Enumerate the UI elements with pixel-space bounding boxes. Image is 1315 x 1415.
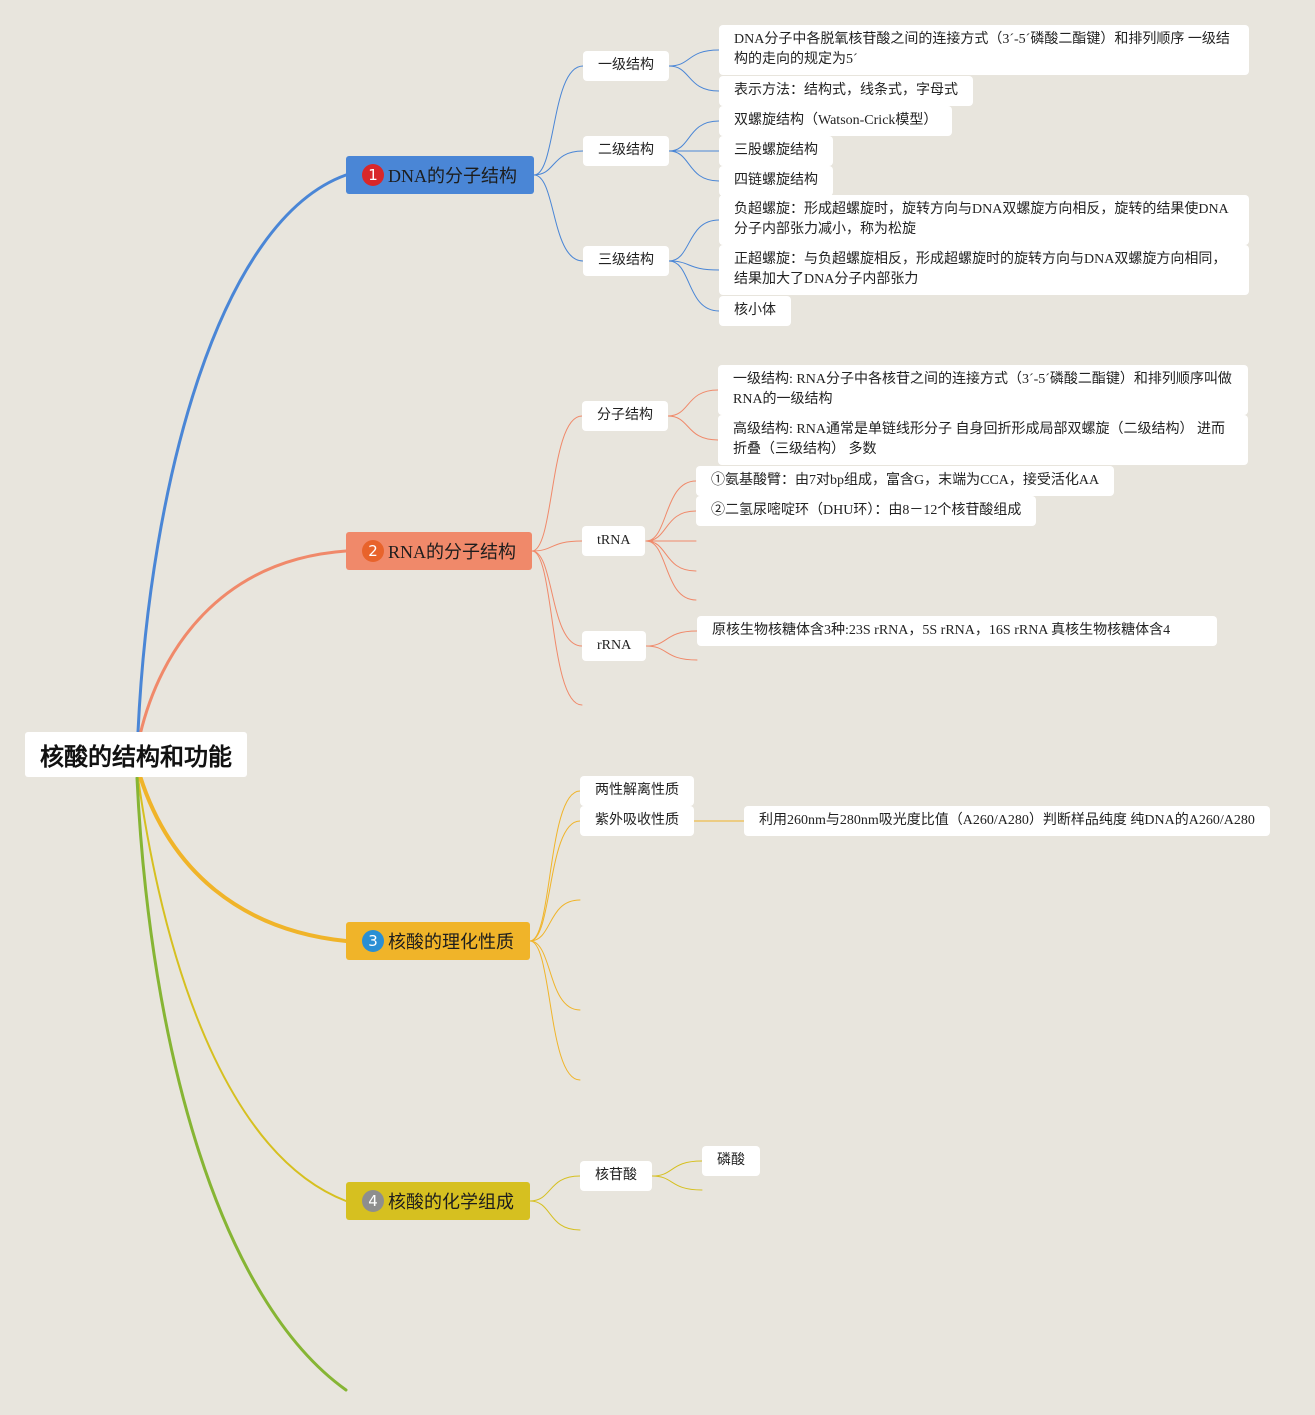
connector-phys-extra-1 <box>529 899 581 942</box>
connector-dna-tertiary <box>533 174 584 262</box>
connector-rna-trna <box>531 540 583 552</box>
number-badge: 3 <box>362 930 384 952</box>
leaf-phosphate[interactable]: 磷酸 <box>702 1146 760 1176</box>
leaf-positive-supercoil[interactable]: 正超螺旋：与负超螺旋相反，形成超螺旋时的旋转方向与DNA双螺旋方向相同，结果加大… <box>719 245 1249 295</box>
connector-tertiary-leaf-1 <box>668 219 720 262</box>
branch-title: RNA的分子结构 <box>388 542 517 562</box>
connector-chem-nucleotide <box>529 1175 581 1202</box>
connector-phys-extra-3 <box>529 940 581 1081</box>
connector-molecular-leaf-1 <box>667 389 719 417</box>
connector-primary-leaf-2 <box>668 65 720 92</box>
connector-phys-extra-2 <box>529 940 581 1011</box>
branch-title: DNA的分子结构 <box>388 166 517 186</box>
connector-root-physicochemical <box>138 774 348 943</box>
connector-rrna-leaf-2 <box>645 645 698 661</box>
leaf-nucleosome[interactable]: 核小体 <box>719 296 791 326</box>
root-topic[interactable]: 核酸的结构和功能 <box>25 732 247 777</box>
connector-nucleotide-leaf-1 <box>651 1160 703 1177</box>
branch-title: 核酸的化学组成 <box>388 1192 514 1212</box>
connector-tertiary-leaf-3 <box>668 260 720 312</box>
topic-secondary-structure[interactable]: 二级结构 <box>583 136 669 166</box>
connector-trna-leaf-2 <box>645 510 697 542</box>
leaf-triple-helix[interactable]: 三股螺旋结构 <box>719 136 833 166</box>
connector-nucleotide-leaf-2 <box>651 1175 703 1191</box>
topic-tertiary-structure[interactable]: 三级结构 <box>583 246 669 276</box>
branch-title: 核酸的理化性质 <box>388 932 514 952</box>
topic-primary-structure[interactable]: 一级结构 <box>583 51 669 81</box>
connector-molecular-leaf-2 <box>667 415 719 441</box>
connector-primary-leaf-1 <box>668 49 720 67</box>
topic-rna-molecular-structure[interactable]: 分子结构 <box>582 401 668 431</box>
leaf-rna-primary-structure[interactable]: 一级结构: RNA分子中各核苷之间的连接方式（3´-5´磷酸二酯键）和排列顺序叫… <box>718 365 1248 415</box>
leaf-dna-primary-definition[interactable]: DNA分子中各脱氧核苷酸之间的连接方式（3´-5´磷酸二酯键）和排列顺序 一级结… <box>719 25 1249 75</box>
connector-dna-secondary <box>533 150 584 176</box>
connector-chem-extra <box>529 1200 581 1231</box>
connector-rrna-leaf-1 <box>645 630 698 647</box>
connector-root-dna <box>136 173 348 734</box>
connector-dna-primary <box>533 65 584 176</box>
connector-trna-leaf-4 <box>645 540 697 572</box>
connector-rna-extra <box>531 550 583 706</box>
leaf-dna-representation[interactable]: 表示方法：结构式，线条式，字母式 <box>719 76 973 106</box>
leaf-quadruple-helix[interactable]: 四链螺旋结构 <box>719 166 833 196</box>
connector-root-chemical <box>137 777 347 1202</box>
topic-uv-absorption[interactable]: 紫外吸收性质 <box>580 806 694 836</box>
connector-secondary-leaf-3 <box>668 150 720 182</box>
connector-rna-rrna <box>531 550 583 647</box>
connector-root-rna <box>138 549 348 737</box>
topic-rrna[interactable]: rRNA <box>582 631 647 661</box>
leaf-negative-supercoil[interactable]: 负超螺旋：形成超螺旋时，旋转方向与DNA双螺旋方向相反，旋转的结果使DNA分子内… <box>719 195 1249 245</box>
number-badge: 1 <box>362 164 384 186</box>
connector-phys-uv <box>529 820 581 942</box>
number-badge: 4 <box>362 1190 384 1212</box>
root-title: 核酸的结构和功能 <box>40 743 232 771</box>
topic-trna[interactable]: tRNA <box>582 526 646 556</box>
connector-root-extra-branch <box>135 776 348 1392</box>
leaf-uv-purity-ratio[interactable]: 利用260nm与280nm吸光度比值（A260/A280）判断样品纯度 纯DNA… <box>744 806 1270 836</box>
connector-secondary-leaf-1 <box>668 120 720 152</box>
branch-chemical-composition[interactable]: 4 核酸的化学组成 <box>346 1182 530 1220</box>
leaf-trna-dhu-loop[interactable]: ②二氢尿嘧啶环（DHU环）：由8－12个核苷酸组成 <box>696 496 1037 526</box>
connector-tertiary-leaf-2 <box>668 260 720 271</box>
branch-rna-structure[interactable]: 2 RNA的分子结构 <box>346 532 532 570</box>
branch-physicochemical-properties[interactable]: 3 核酸的理化性质 <box>346 922 530 960</box>
leaf-double-helix[interactable]: 双螺旋结构（Watson-Crick模型） <box>719 106 953 136</box>
leaf-rrna-ribosome[interactable]: 原核生物核糖体含3种:23S rRNA，5S rRNA，16S rRNA 真核生… <box>697 616 1217 646</box>
topic-amphoteric-dissociation[interactable]: 两性解离性质 <box>580 776 694 806</box>
leaf-trna-amino-acid-arm[interactable]: ①氨基酸臂：由7对bp组成，富含G，末端为CCA，接受活化AA <box>696 466 1115 496</box>
branch-dna-structure[interactable]: 1 DNA的分子结构 <box>346 156 534 194</box>
leaf-rna-higher-structure[interactable]: 高级结构: RNA通常是单链线形分子 自身回折形成局部双螺旋（二级结构） 进而折… <box>718 415 1248 465</box>
connector-trna-leaf-5 <box>645 540 697 601</box>
connector-rna-molecular <box>531 415 583 552</box>
connector-phys-amphoteric <box>529 790 581 942</box>
number-badge: 2 <box>362 540 384 562</box>
topic-nucleotide[interactable]: 核苷酸 <box>580 1161 652 1191</box>
connector-trna-leaf-1 <box>645 480 697 542</box>
